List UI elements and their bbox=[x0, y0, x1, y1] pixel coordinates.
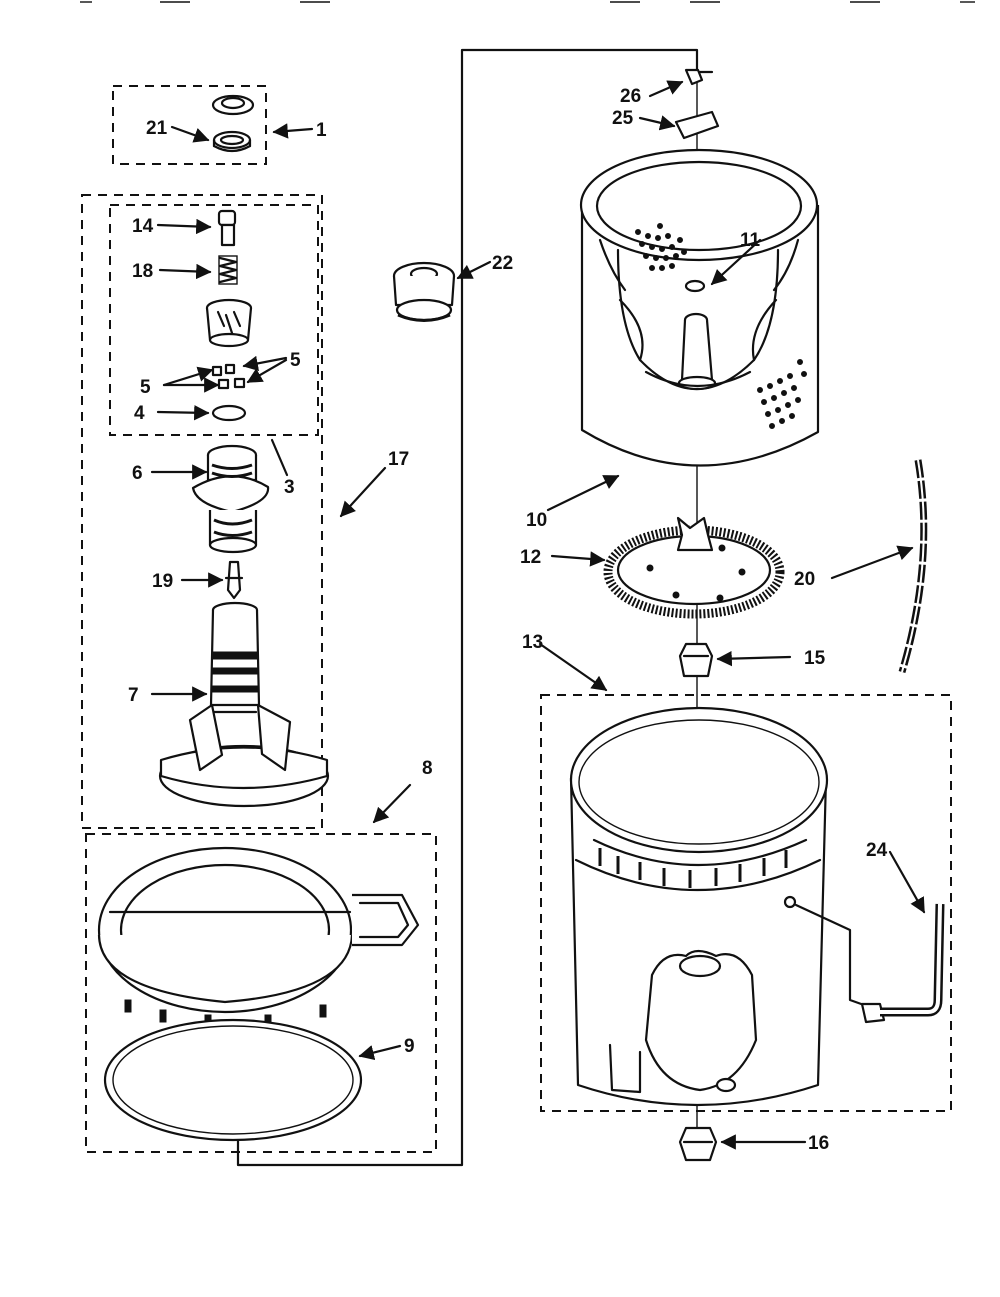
part-18-spring bbox=[218, 255, 238, 285]
callout-5-left: 5 bbox=[140, 377, 151, 398]
part-3-assembly-box bbox=[109, 204, 319, 436]
callout-9: 9 bbox=[404, 1036, 415, 1057]
callout-5-right: 5 bbox=[290, 350, 301, 371]
part-22-bearing bbox=[392, 261, 456, 322]
callout-1: 1 bbox=[316, 120, 327, 141]
part-8-assembly-box bbox=[85, 833, 437, 1153]
part-13-assembly-box bbox=[540, 694, 952, 1112]
callout-18: 18 bbox=[132, 261, 153, 282]
part-17-assembly-box bbox=[81, 194, 323, 829]
part-9-seal-ring bbox=[103, 1018, 363, 1142]
callout-22: 22 bbox=[492, 253, 513, 274]
part-8-tub-ring bbox=[97, 846, 420, 1028]
part-16-nut bbox=[678, 1126, 718, 1162]
callout-25: 25 bbox=[612, 108, 634, 129]
part-10-basket bbox=[579, 148, 820, 467]
part-19-pin bbox=[224, 560, 244, 600]
part-15-nut bbox=[678, 642, 714, 678]
part-14-plug bbox=[217, 209, 237, 247]
callout-4: 4 bbox=[134, 403, 145, 424]
part-12-gear bbox=[603, 516, 785, 619]
callout-7: 7 bbox=[128, 685, 139, 706]
basket-perforations bbox=[635, 223, 807, 429]
callout-8: 8 bbox=[422, 758, 433, 779]
agitator-cam-housing bbox=[205, 298, 253, 348]
part-20-hose bbox=[898, 459, 928, 673]
callout-13: 13 bbox=[522, 632, 543, 653]
part-6-auger bbox=[191, 444, 270, 554]
part-25-bracket bbox=[674, 110, 720, 140]
part-7-agitator bbox=[158, 601, 330, 808]
part-21-cap bbox=[211, 94, 255, 153]
part-24-tube bbox=[794, 903, 945, 1024]
callout-3: 3 bbox=[284, 477, 295, 498]
callout-15: 15 bbox=[804, 648, 826, 669]
callout-24: 24 bbox=[866, 840, 888, 861]
callout-20: 20 bbox=[794, 569, 815, 590]
part-13-outer-tub bbox=[569, 706, 829, 1107]
part-1-group-box bbox=[112, 85, 267, 165]
callout-21: 21 bbox=[146, 118, 168, 139]
callout-6: 6 bbox=[132, 463, 143, 484]
assembly-connector-line bbox=[236, 48, 699, 1167]
callout-11: 11 bbox=[740, 230, 761, 251]
part-5-dogs bbox=[211, 363, 246, 390]
callout-17: 17 bbox=[388, 449, 409, 470]
callout-14: 14 bbox=[132, 216, 154, 237]
part-4-washer bbox=[211, 404, 247, 422]
part-26-clip bbox=[684, 68, 714, 86]
callout-16: 16 bbox=[808, 1133, 829, 1154]
callout-10: 10 bbox=[526, 510, 547, 531]
callout-26: 26 bbox=[620, 86, 641, 107]
callout-19: 19 bbox=[152, 571, 173, 592]
callout-12: 12 bbox=[520, 547, 541, 568]
